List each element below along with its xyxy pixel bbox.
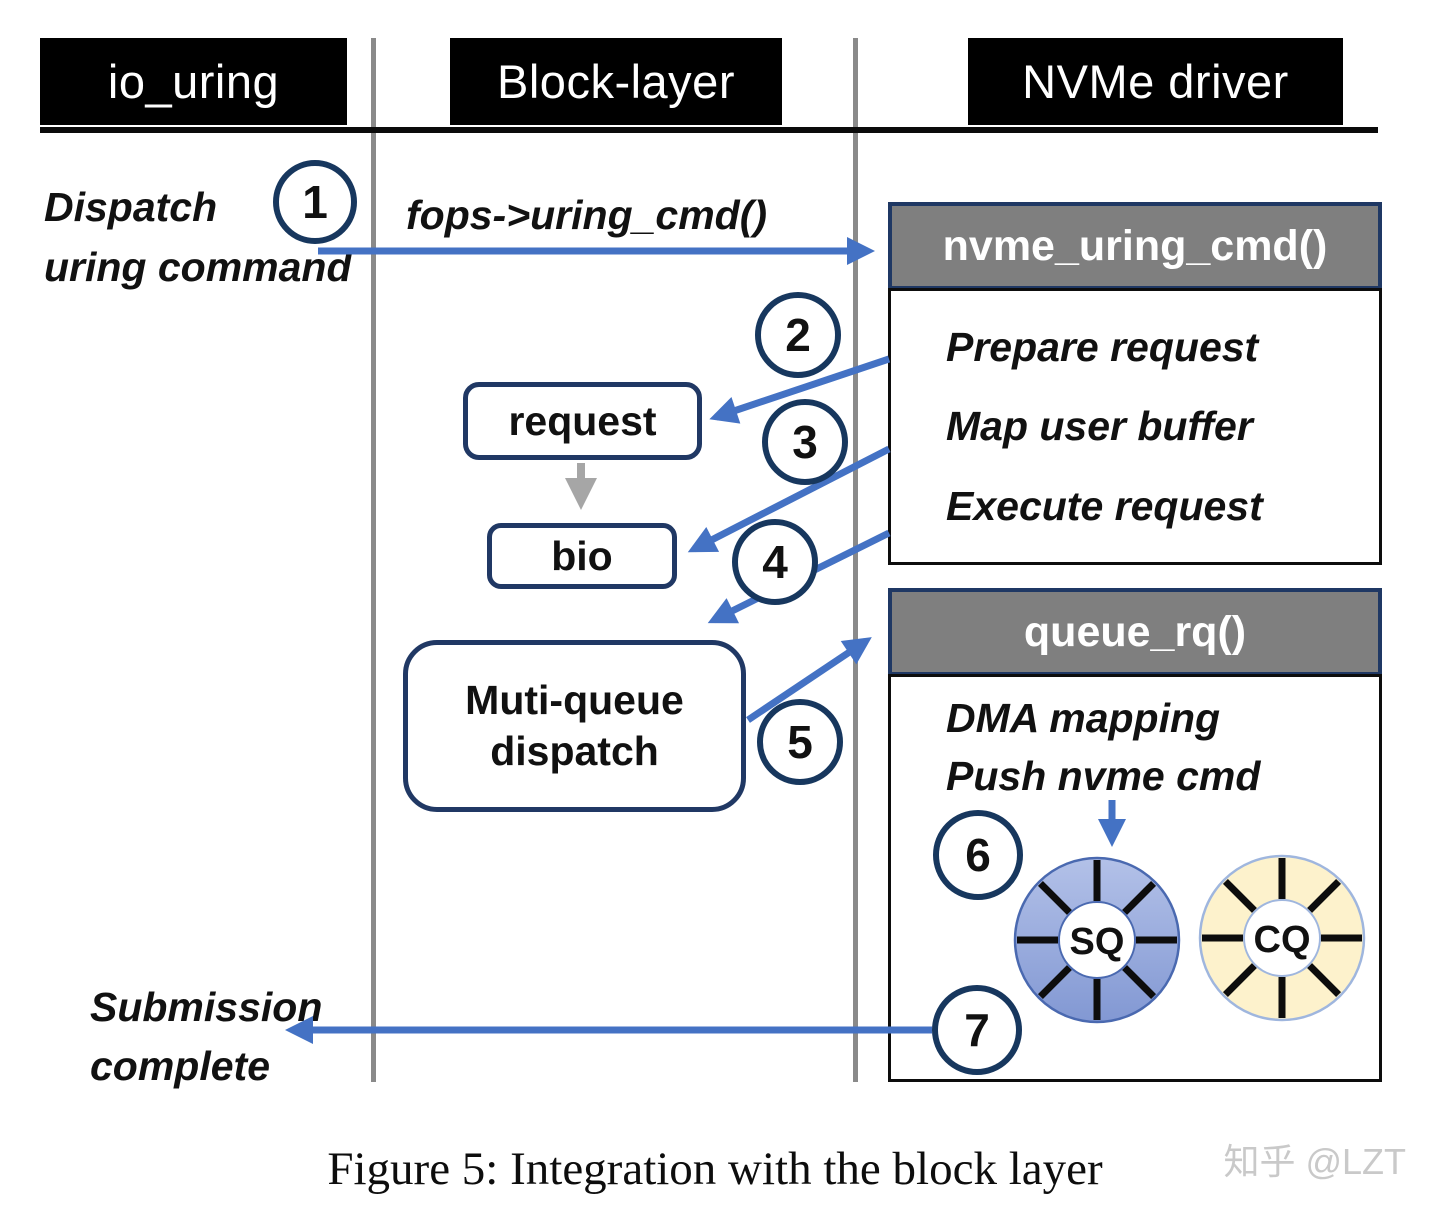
dispatch-label-line1: Dispatch [44, 184, 218, 230]
execute-request-label: Execute request [946, 482, 1263, 529]
queue-rq-header: queue_rq() [888, 588, 1382, 676]
header-underline [40, 127, 1378, 133]
step-circle-5: 5 [757, 699, 843, 785]
submission-label-line2: complete [90, 1043, 270, 1089]
lane-header-nvme-driver-label: NVMe driver [1022, 55, 1289, 108]
dispatch-label-line2: uring command [44, 244, 352, 290]
map-user-buffer-label: Map user buffer [946, 403, 1253, 449]
step-circle-1: 1 [273, 160, 357, 244]
step-circle-6: 6 [933, 810, 1023, 900]
multi-queue-dispatch-label-line1: Muti-queue [465, 676, 684, 723]
submission-label-line1: Submission [90, 984, 323, 1030]
dma-mapping-label: DMA mapping [946, 695, 1221, 741]
lane-divider-right [853, 38, 858, 1082]
bio-box-label: bio [551, 532, 613, 579]
lane-header-block-layer-label: Block-layer [497, 55, 735, 108]
prepare-request-label: Prepare request [946, 323, 1259, 370]
step-circle-3: 3 [762, 399, 848, 485]
lane-header-nvme-driver: NVMe driver [968, 38, 1343, 125]
nvme-uring-cmd-title: nvme_uring_cmd() [942, 221, 1328, 270]
fops-uring-cmd-label: fops->uring_cmd() [406, 192, 768, 238]
lane-header-block-layer: Block-layer [450, 38, 782, 125]
lane-header-io-uring-label: io_uring [107, 55, 280, 108]
request-box: request [463, 382, 702, 460]
nvme-uring-cmd-body: Prepare request Map user buffer Execute … [888, 288, 1382, 565]
step-circle-7: 7 [932, 985, 1022, 1075]
push-nvme-cmd-label: Push nvme cmd [946, 753, 1261, 800]
bio-box: bio [487, 523, 677, 589]
step-circle-4: 4 [732, 519, 818, 605]
step-circle-2: 2 [755, 292, 841, 378]
nvme-uring-cmd-header: nvme_uring_cmd() [888, 202, 1382, 290]
lane-divider-left [371, 38, 376, 1082]
lane-header-io-uring: io_uring [40, 38, 347, 125]
figure-caption: Figure 5: Integration with the block lay… [327, 1143, 1103, 1195]
request-box-label: request [508, 397, 657, 444]
queue-rq-title: queue_rq() [1023, 607, 1247, 656]
multi-queue-dispatch-box: Muti-queue dispatch [403, 640, 746, 812]
watermark: 知乎 @LZT [1223, 1141, 1406, 1182]
multi-queue-dispatch-label-line2: dispatch [490, 728, 659, 774]
